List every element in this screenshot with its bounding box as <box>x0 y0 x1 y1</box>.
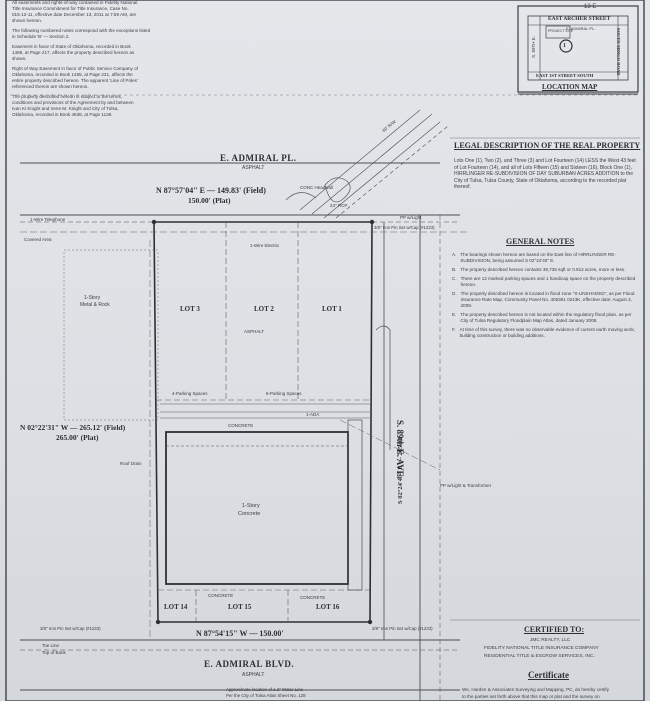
pin-label: 3/8" Iron Pin Set w/Cap (#1233) <box>40 626 101 631</box>
note-line: Title Insurance Commitment for Title Ins… <box>12 6 129 11</box>
general-notes-heading: GENERAL NOTES <box>506 237 575 246</box>
note-item-9: Right of Way Easement in favor of Public… <box>12 66 138 71</box>
distance-top: 150.00' (Plat) <box>188 196 231 205</box>
note-item-10: conditions and provisions of the Agreeme… <box>12 100 134 105</box>
building-label-2: Concrete <box>238 511 261 517</box>
rcp-label: 24" RCP <box>330 203 348 208</box>
pp-light-label: PP w/Light <box>400 215 422 220</box>
headwall-label: CONC Headwall <box>300 185 334 190</box>
roof-drain-label: Roof Drain <box>120 461 142 466</box>
street-admiral-blvd: E. ADMIRAL BLVD. <box>204 659 295 669</box>
lot-1-label: LOT 1 <box>322 305 342 313</box>
metal-building-label: 1-Story <box>84 295 101 301</box>
note-item-8: 1489, at Page 217, affects the property … <box>12 50 135 55</box>
parking-4-label: 4-Parking Spaces <box>172 391 208 396</box>
map-project-site: PROJECT SITE <box>548 29 574 33</box>
certified-line: JMC REALTY, LLC <box>530 638 571 643</box>
transformer-label: PP w/Light & Transformer <box>440 483 492 488</box>
electric-label: 1-Wire Electric <box>250 243 280 248</box>
concrete-label: CONCRETE <box>208 593 234 598</box>
map-street-right: SOUTH MINGO ROAD <box>616 28 621 76</box>
asphalt-mid-label: ASPHALT <box>244 329 265 334</box>
concrete-label: CONCRETE <box>228 423 254 428</box>
bearing-top: N 87°57'04" E — 149.83' (Field) <box>156 186 266 195</box>
note-item-9: Oklahoma, recorded in Book 1485, at Page… <box>12 72 133 77</box>
note-item-8: shown. <box>12 56 27 61</box>
location-map-title: LOCATION MAP <box>542 83 598 91</box>
telephone-label: 1-Wire Telephone <box>30 217 66 222</box>
property-boundary <box>153 221 373 623</box>
note-item-9: entire property described hereon. The ap… <box>12 78 138 83</box>
lot-3-label: LOT 3 <box>180 305 200 313</box>
general-note: A.The bearings shown hereon are based on… <box>452 252 616 263</box>
note-line: 015-12-11, effective date December 13, 2… <box>12 12 137 17</box>
note-line: All easements and rights-of-way containe… <box>12 0 138 5</box>
building-label: 1-Story <box>242 503 260 509</box>
general-note: F.At time of this survey, there was no o… <box>452 327 635 338</box>
concrete-label: CONCRETE <box>300 595 326 600</box>
lot-15-label: LOT 15 <box>228 603 252 611</box>
map-street-top: EAST ARCHER STREET <box>548 16 611 22</box>
bearing-bottom: N 87°54'15" W — 150.00' <box>196 629 284 638</box>
certificate-heading: Certificate <box>528 670 569 680</box>
asphalt-label: ASPHALT <box>242 165 265 171</box>
certificate-line: to the parties set forth above that this… <box>462 694 600 699</box>
certified-heading: CERTIFIED TO: <box>524 625 585 634</box>
lot-14-label: LOT 14 <box>164 603 188 611</box>
top-notes: All easements and rights-of-way containe… <box>12 0 192 118</box>
map-admiral: E. ADMIRAL PL. <box>566 26 596 31</box>
top-of-bank-label: Top of Bank <box>42 650 66 655</box>
street-admiral-pl: E. ADMIRAL PL. <box>220 153 297 163</box>
lot-2-label: LOT 2 <box>254 305 274 313</box>
water-line-label-2: Per the City of Tulsa Atlas Sheet No. 12… <box>226 693 306 698</box>
asphalt-bottom-label: ASPHALT <box>242 672 265 678</box>
general-note: C.There are 12 marked parking spaces and… <box>452 276 636 287</box>
general-note: B.The property described hereon contains… <box>452 267 626 272</box>
water-line-label: Approximate location of a 2" Water Line <box>226 687 304 692</box>
general-notes-list: A.The bearings shown hereon are based on… <box>452 252 638 342</box>
note-item-10: Oklahoma, recorded in Book 4638, at Page… <box>12 112 113 117</box>
covered-area-label: Covered Area <box>24 237 52 242</box>
pin-label: 3/8" Iron Pin Set w/Cap (#1233) <box>374 225 435 230</box>
parking-6-label: 6-Parking Spaces <box>266 391 302 396</box>
map-top-label: 13 E <box>584 4 597 10</box>
note-line: in Schedule 'B' — Section 2. <box>12 34 70 39</box>
bearing-left: N 02°22'31" W — 265.12' (Field) <box>20 423 126 432</box>
general-note: E.The property described hereon is not l… <box>452 312 632 323</box>
note-item-9: referenced therein are shown hereon. <box>12 84 89 89</box>
distance-left: 265.00' (Plat) <box>56 433 99 442</box>
certified-line: FIDELITY NATIONAL TITLE INSURANCE COMPAN… <box>484 646 599 651</box>
certificate-line: We, Harden & Associates Surveying and Ma… <box>462 687 609 692</box>
ada-label: 1-ADA <box>306 412 320 417</box>
pin-label: 3/8" Iron Pin Set w/Cap (#1233) <box>372 626 433 631</box>
toe-line-label: Toe Line <box>42 643 60 648</box>
note-item-8: Easement in favor of State of Oklahoma, … <box>12 44 131 49</box>
note-line: The following numbered notes correspond … <box>12 28 151 33</box>
legal-text: Lots One (1), Two (2), and Three (3) and… <box>454 158 636 191</box>
bearing-right: S 02°24'40" E — 265.00' <box>397 435 404 504</box>
location-map <box>517 5 639 95</box>
note-item-10: The property described hereon is subject… <box>12 94 123 99</box>
certified-line: RESIDENTIAL TITLE & ESCROW SERVICES, INC… <box>484 654 595 659</box>
general-note: D.The property described hereon is locat… <box>452 291 635 308</box>
map-street-left: S. 89TH E. <box>531 35 536 58</box>
legal-heading: LEGAL DESCRIPTION OF THE REAL PROPERTY <box>454 141 641 150</box>
map-street-bottom: EAST 1ST STREET SOUTH <box>536 73 594 78</box>
metal-building-label-2: Metal & Rock <box>80 302 110 308</box>
map-marker: 1 <box>563 43 566 49</box>
note-line: shown hereon. <box>12 18 43 23</box>
lot-16-label: LOT 16 <box>316 603 340 611</box>
note-item-10: Ivan Ki Knight and Irene M. Knight and C… <box>12 106 119 111</box>
